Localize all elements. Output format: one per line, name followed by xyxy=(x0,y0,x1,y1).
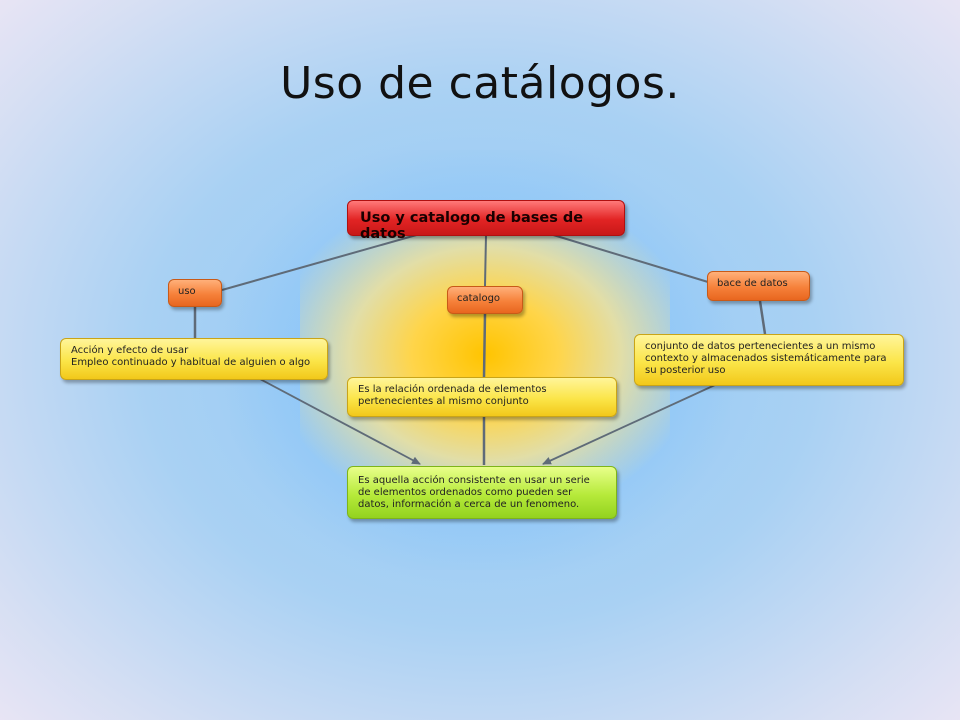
result-node-text: Es aquella acción consistente en usar un… xyxy=(358,475,590,510)
base-de-datos-definition-node: conjunto de datos pertenecientes a un mi… xyxy=(634,334,904,386)
connector-root-catalogo xyxy=(484,234,487,287)
catalogo-node: catalogo xyxy=(447,286,523,314)
root-node: Uso y catalogo de bases de datos xyxy=(347,200,625,242)
base-de-datos-node: bace de datos xyxy=(707,271,810,301)
root-node-text: Uso y catalogo de bases de datos xyxy=(360,210,584,242)
connector-catalogo-definition xyxy=(482,313,487,378)
uso-node: uso xyxy=(168,279,222,307)
base-de-datos-definition-text: conjunto de datos pertenecientes a un mi… xyxy=(645,341,887,376)
connector-root-base-de-datos xyxy=(549,233,709,283)
uso-definition-text: Acción y efecto de usar Empleo continuad… xyxy=(71,345,311,368)
catalogo-definition-node: Es la relación ordenada de elementos per… xyxy=(347,377,617,417)
arrow-base-de-datos-result xyxy=(542,384,716,465)
connector-base-de-datos-definition xyxy=(758,300,767,335)
arrow-uso-result xyxy=(259,378,421,465)
uso-definition-node: Acción y efecto de usar Empleo continuad… xyxy=(60,338,328,380)
connector-root-uso xyxy=(221,233,421,291)
result-node: Es aquella acción consistente en usar un… xyxy=(347,466,617,519)
catalogo-node-label: catalogo xyxy=(457,293,501,304)
uso-node-label: uso xyxy=(178,286,196,297)
base-de-datos-node-label: bace de datos xyxy=(717,278,788,289)
slide-title: Uso de catálogos. xyxy=(280,58,680,109)
catalogo-definition-text: Es la relación ordenada de elementos per… xyxy=(358,384,547,407)
